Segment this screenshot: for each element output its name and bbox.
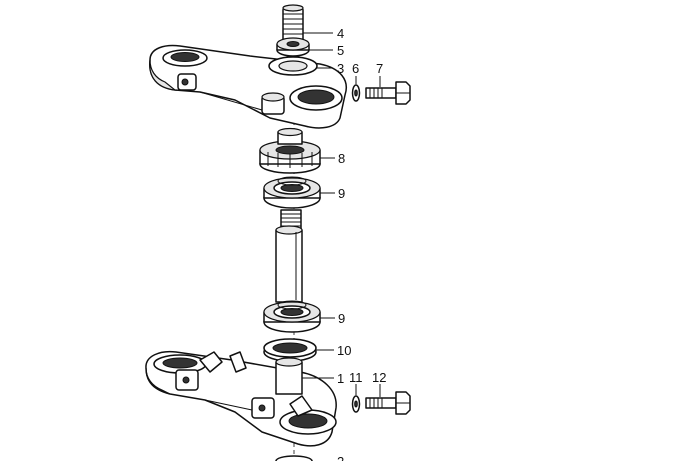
- callout-11: 11: [349, 370, 363, 385]
- callout-1: 1: [337, 371, 344, 386]
- leader-lines: [302, 32, 381, 397]
- part-4-screw: [282, 4, 304, 43]
- steering-stem: [275, 209, 303, 303]
- part-12-bolt: [365, 391, 411, 415]
- callout-9-upper: 9: [338, 186, 345, 201]
- callout-5: 5: [337, 43, 344, 58]
- callout-12: 12: [372, 370, 386, 385]
- part-1-lower-bridge: [145, 350, 337, 447]
- callout-2: 2: [337, 454, 344, 461]
- part-8-slotted-nut: [259, 127, 321, 174]
- callout-9-lower: 9: [338, 311, 345, 326]
- callout-10: 10: [337, 343, 351, 358]
- callout-6: 6: [352, 61, 359, 76]
- part-6-washer: [351, 84, 361, 102]
- part-7-bolt: [365, 81, 411, 105]
- callout-labels: 4 5 3 6 7 8 9 9 10 1 11 12 2: [337, 26, 386, 461]
- part-11-washer: [351, 395, 361, 413]
- callout-3: 3: [337, 61, 344, 76]
- callout-4: 4: [337, 26, 344, 41]
- part-2-bottom-washer: [275, 455, 313, 461]
- part-9-upper-bearing: [263, 176, 321, 209]
- callout-8: 8: [338, 151, 345, 166]
- part-9-lower-bearing: [263, 300, 321, 333]
- part-3-upper-bridge: [149, 44, 347, 129]
- part-10-seal-ring: [263, 338, 317, 362]
- part-5-nut: [276, 37, 310, 57]
- callout-7: 7: [376, 61, 383, 76]
